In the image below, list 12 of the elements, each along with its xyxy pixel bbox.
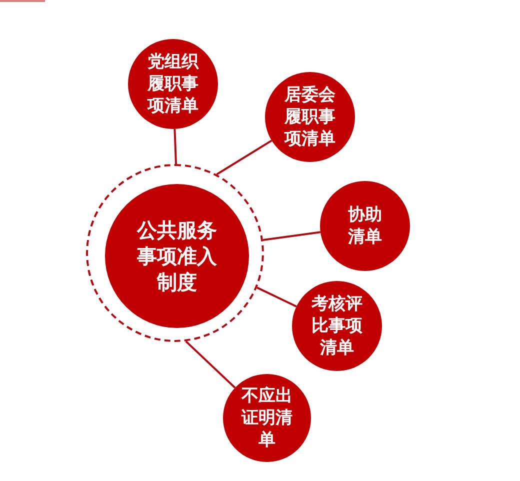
connector-line bbox=[256, 286, 297, 308]
connector-line bbox=[174, 128, 177, 164]
topic-text: 公共服务事项准入制度 bbox=[136, 217, 218, 295]
connector-line bbox=[216, 140, 272, 176]
connector-line bbox=[262, 231, 321, 241]
topic-text: 协助清单 bbox=[347, 204, 383, 248]
topic-text: 考核评比事项清单 bbox=[310, 292, 364, 360]
topic-text: 不应出证明清单 bbox=[240, 384, 294, 452]
connector-line bbox=[185, 340, 236, 388]
topic-text: 党组织履职事项清单 bbox=[146, 50, 200, 118]
dashed-ring bbox=[86, 164, 264, 342]
topic-text: 居委会履职事项清单 bbox=[283, 84, 336, 150]
